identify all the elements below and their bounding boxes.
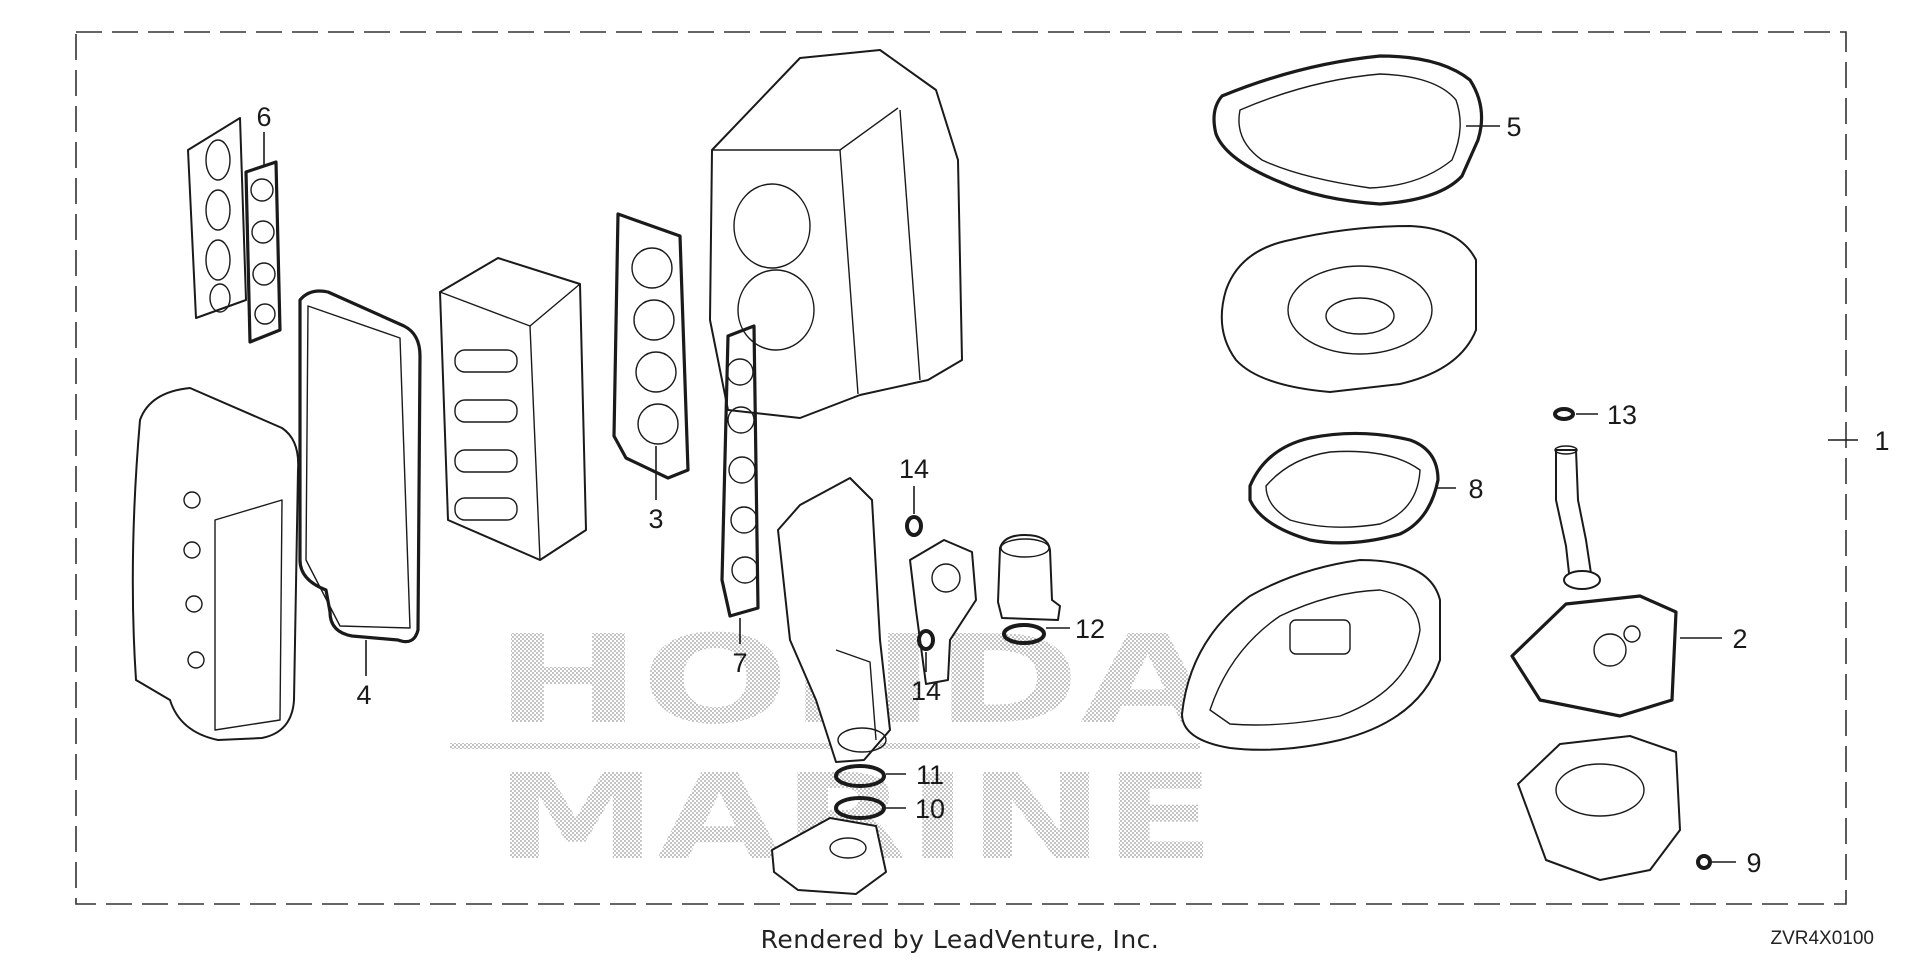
engine-block: [709, 49, 963, 419]
callout-9[interactable]: 9: [1746, 848, 1761, 878]
part-13-o-ring[interactable]: [1553, 407, 1575, 421]
oil-strainer: [1554, 445, 1601, 590]
part-11-o-ring[interactable]: [834, 764, 886, 788]
thermostat-cover: [771, 817, 887, 895]
callout-1[interactable]: 1: [1874, 426, 1889, 456]
callout-4[interactable]: 4: [356, 680, 371, 710]
callout-10[interactable]: 10: [915, 794, 945, 824]
callout-8[interactable]: 8: [1468, 474, 1483, 504]
part-12-o-ring[interactable]: [1002, 623, 1046, 645]
callout-12[interactable]: 12: [1075, 614, 1105, 644]
render-credit: Rendered by LeadVenture, Inc.: [760, 925, 1160, 954]
intake-manifold: [187, 117, 247, 319]
part-9-washer[interactable]: [1696, 854, 1712, 870]
part-14-o-ring-upper[interactable]: [905, 515, 923, 537]
callout-7[interactable]: 7: [732, 648, 747, 678]
part-10-o-ring[interactable]: [834, 796, 886, 820]
diagram-code: ZVR4X0100: [1770, 928, 1874, 949]
part-7-exhaust-gasket[interactable]: [720, 324, 760, 618]
callout-14-upper[interactable]: 14: [899, 454, 929, 484]
callout-6[interactable]: 6: [256, 102, 271, 132]
part-14-o-ring-lower[interactable]: [917, 629, 935, 651]
cylinder-head-cover: [131, 387, 300, 741]
oil-pan-lower: [1517, 735, 1681, 881]
callout-14-lower[interactable]: 14: [911, 676, 941, 706]
callout-11[interactable]: 11: [916, 760, 944, 790]
part-2-oil-pan-gasket-lower[interactable]: [1510, 594, 1678, 718]
extension-case: [1220, 225, 1477, 393]
part-3-head-gasket[interactable]: [612, 212, 690, 480]
part-8-oil-pan-gasket[interactable]: [1248, 431, 1440, 545]
kit-boundary: [75, 31, 1847, 905]
part-4-head-cover-gasket[interactable]: [298, 289, 422, 644]
leader-lines: [263, 125, 1858, 863]
exhaust-manifold: [777, 477, 891, 763]
cylinder-head: [439, 257, 587, 561]
callouts: 1 2 3 4 5 6 7 8 9 10 11 12 13 14 14: [256, 102, 1889, 878]
oil-filter-housing: [997, 534, 1061, 621]
callout-13[interactable]: 13: [1607, 400, 1637, 430]
callout-3[interactable]: 3: [648, 504, 663, 534]
callout-2[interactable]: 2: [1732, 624, 1747, 654]
oil-pan: [1181, 559, 1441, 751]
callout-5[interactable]: 5: [1506, 112, 1521, 142]
part-5-extension-case-gasket[interactable]: [1212, 54, 1484, 206]
part-6-intake-manifold-gasket[interactable]: [244, 160, 282, 344]
